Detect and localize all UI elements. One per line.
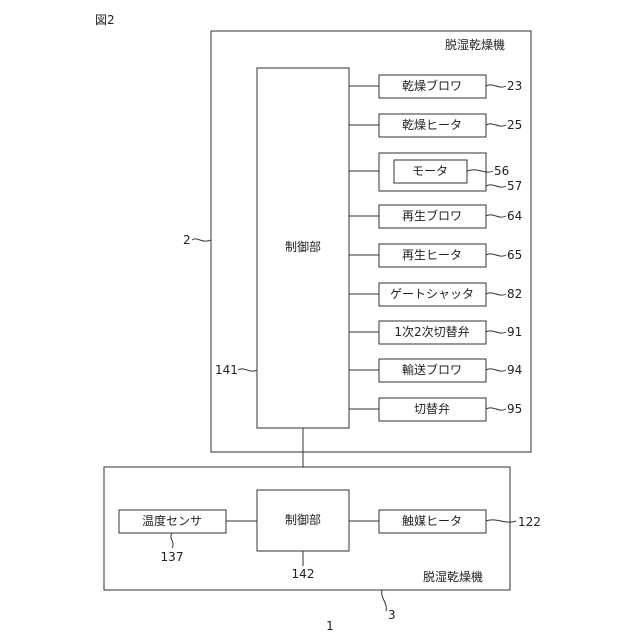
upper-unit-ref: 2 — [183, 233, 191, 247]
upper-controller-label: 制御部 — [285, 239, 321, 254]
component-motor-label: モータ — [412, 164, 448, 178]
component-gate-shutter-ref: 82 — [507, 287, 522, 301]
component-dry-heater-ref: 25 — [507, 118, 522, 132]
upper-unit-title: 脱湿乾燥機 — [445, 37, 505, 52]
component-regen-blower-ref: 64 — [507, 209, 522, 223]
component-regen-heater-ref: 65 — [507, 248, 522, 262]
component-motor-outer-ref: 57 — [507, 179, 522, 193]
component-switch-valve-ref: 95 — [507, 402, 522, 416]
lower-unit-ref: 3 — [388, 608, 396, 622]
component-regen-blower-label: 再生ブロワ — [402, 208, 462, 223]
component-dry-blower-ref: 23 — [507, 79, 522, 93]
lower-unit-ref-leader — [382, 590, 387, 611]
component-dry-blower-label: 乾燥ブロワ — [402, 78, 462, 93]
component-dry-heater-label: 乾燥ヒータ — [402, 118, 462, 132]
component-switch-valve-label: 切替弁 — [414, 401, 450, 416]
lower-controller-ref: 142 — [292, 567, 315, 581]
lower-controller-label: 制御部 — [285, 512, 321, 527]
component-switch-valve-12-label: 1次2次切替弁 — [394, 324, 469, 339]
component-regen-heater-label: 再生ヒータ — [402, 248, 462, 262]
component-temp-sensor-ref: 137 — [161, 550, 184, 564]
component-gate-shutter-label: ゲートシャッタ — [390, 287, 474, 301]
component-transport-blower-label: 輸送ブロワ — [402, 362, 462, 377]
system-ref: 1 — [326, 619, 334, 633]
component-motor-ref: 56 — [494, 164, 509, 178]
figure-label: 図2 — [95, 13, 115, 27]
component-switch-valve-12-ref: 91 — [507, 325, 522, 339]
component-transport-blower-ref: 94 — [507, 363, 522, 377]
upper-controller-ref: 141 — [215, 363, 238, 377]
component-catalyst-heater-label: 触媒ヒータ — [402, 514, 462, 528]
lower-unit-title: 脱湿乾燥機 — [423, 569, 483, 584]
component-catalyst-heater-ref: 122 — [518, 515, 541, 529]
upper-unit-ref-leader — [192, 239, 211, 241]
component-temp-sensor-label: 温度センサ — [142, 513, 202, 528]
